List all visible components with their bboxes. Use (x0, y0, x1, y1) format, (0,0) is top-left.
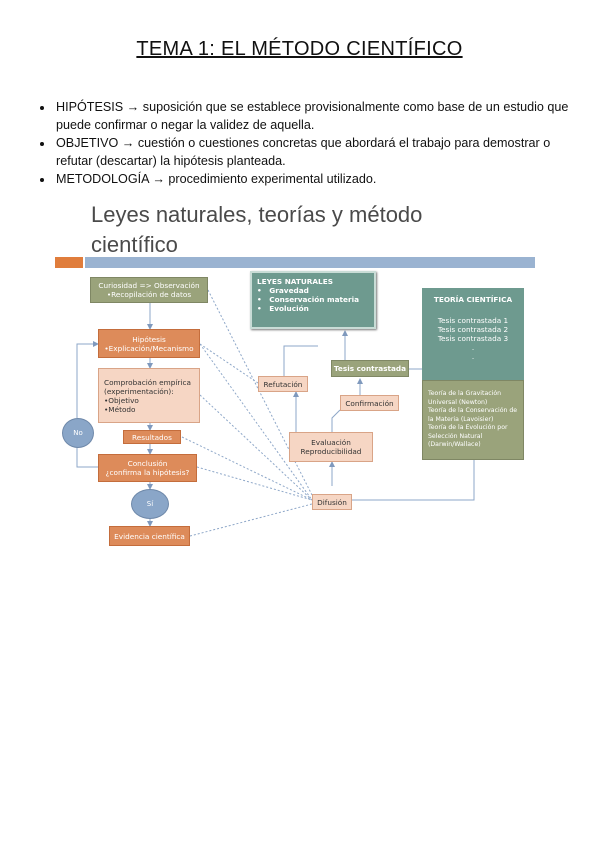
bullet-hipotesis: HIPÓTESIS → suposición que se establece … (54, 98, 584, 134)
empirical-line3: •Objetivo (104, 395, 139, 405)
empirical-line2: (experimentación): (104, 386, 174, 396)
laws-item-gravedad-text: Gravedad (269, 286, 309, 295)
theory-title: TEORÍA CIENTÍFICA (433, 295, 513, 304)
conclusion-box: Conclusión ¿confirma la hipótesis? (98, 454, 197, 482)
laws-title: LEYES NATURALES (257, 277, 333, 286)
theories-line2: Universal (Newton) (428, 398, 488, 406)
hypothesis-line2: •Explicación/Mecanismo (104, 343, 194, 353)
evaluation-line1: Evaluación (311, 438, 351, 447)
laws-item-conservacion-text: Conservación materia (269, 295, 359, 304)
refutation-label: Refutación (263, 379, 303, 389)
page-title: TEMA 1: EL MÉTODO CIENTÍFICO (136, 38, 463, 60)
scientific-evidence-box: Evidencia científica (109, 526, 190, 546)
evaluation-line2: Reproducibilidad (300, 447, 362, 456)
diagram-heading-line2: científico (91, 232, 178, 257)
conclusion-line2: ¿confirma la hipótesis? (105, 468, 190, 477)
laws-item-evolucion-text: Evolución (269, 304, 309, 313)
laws-item-evolucion: • Evolución (257, 304, 309, 313)
bullet-list: HIPÓTESIS → suposición que se establece … (36, 98, 584, 188)
results-label: Resultados (132, 432, 172, 442)
refutation-box: Refutación (258, 376, 308, 392)
theories-line7: (Darwin/Wallace) (428, 441, 481, 449)
theories-line1: Teoría de la Gravitación (428, 390, 502, 398)
evaluation-box: Evaluación Reproducibilidad (289, 432, 373, 462)
results-box: Resultados (123, 430, 181, 444)
hypothesis-box: Hipótesis •Explicación/Mecanismo (98, 329, 200, 358)
no-decision-circle: No (62, 418, 94, 448)
theory-item-1: Tesis contrastada 1 (437, 316, 509, 325)
accent-band-blue (85, 257, 535, 268)
contrasted-thesis-box: Tesis contrastada (331, 360, 409, 377)
theory-item-dot-2: . (471, 352, 475, 361)
yes-decision-circle: Sí (131, 489, 169, 519)
scientific-theory-box: TEORÍA CIENTÍFICA Tesis contrastada 1 Te… (422, 288, 524, 380)
theories-line3: Teoría de la Conservación de (428, 407, 518, 415)
bullet-metodologia: METODOLOGÍA → procedimiento experimental… (54, 170, 584, 188)
accent-band-orange (55, 257, 83, 268)
yes-label: Sí (146, 500, 154, 508)
theory-item-dot-1: . (471, 343, 475, 352)
theory-item-2: Tesis contrastada 2 (437, 325, 509, 334)
hypothesis-line1: Hipótesis (132, 334, 166, 344)
bullet-objetivo: OBJETIVO → cuestión o cuestiones concret… (54, 134, 584, 170)
theory-item-3: Tesis contrastada 3 (437, 334, 509, 343)
curiosity-line1: Curiosidad => Observación (98, 281, 200, 290)
theories-examples-box: Teoría de la Gravitación Universal (Newt… (422, 380, 524, 460)
theories-line5: Teoría de la Evolución por (428, 424, 508, 432)
curiosity-observation-box: Curiosidad => Observación •Recopilación … (90, 277, 208, 303)
empirical-line1: Comprobación empírica (104, 377, 191, 387)
contrasted-thesis-label: Tesis contrastada (333, 364, 407, 373)
diagram-heading: Leyes naturales, teorías y método cientí… (91, 200, 511, 260)
empirical-check-box: Comprobación empírica (experimentación):… (98, 368, 200, 423)
theories-line6: Selección Natural (428, 432, 483, 440)
empirical-line4: •Método (104, 404, 136, 414)
theories-line4: la Materia (Lavoisier) (428, 415, 494, 423)
diagram-heading-line1: Leyes naturales, teorías y método (91, 202, 423, 227)
evidence-label: Evidencia científica (114, 531, 185, 541)
diffusion-label: Difusión (317, 497, 347, 507)
natural-laws-box: LEYES NATURALES • Gravedad • Conservació… (250, 271, 376, 329)
diffusion-box: Difusión (312, 494, 352, 510)
laws-item-gravedad: • Gravedad (257, 286, 309, 295)
no-label: No (73, 429, 83, 437)
confirmation-label: Confirmación (345, 398, 394, 408)
confirmation-box: Confirmación (340, 395, 399, 411)
laws-item-conservacion: • Conservación materia (257, 295, 359, 304)
conclusion-line1: Conclusión (127, 459, 168, 468)
curiosity-line2: •Recopilación de datos (106, 290, 192, 299)
